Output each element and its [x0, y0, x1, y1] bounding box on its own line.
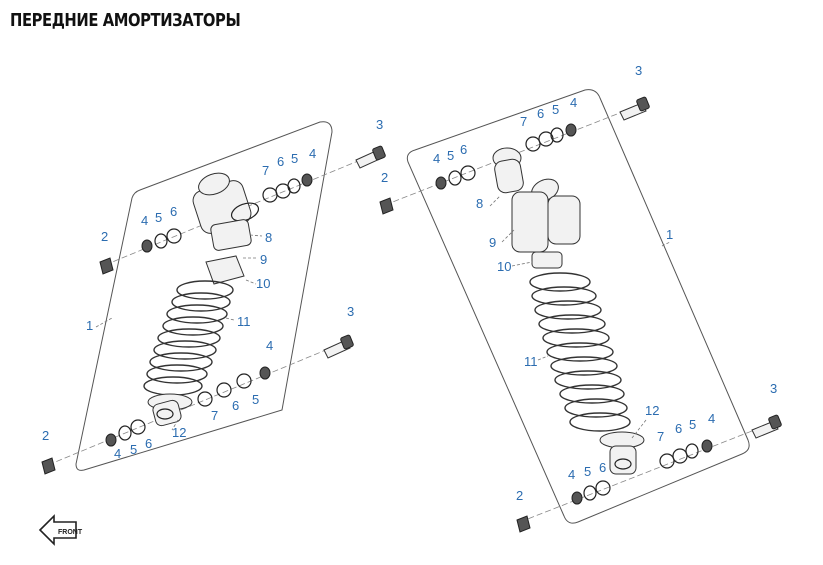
callout-right-11: 11	[524, 354, 538, 369]
callout-left-4c: 4	[266, 338, 273, 353]
callout-right-5c: 5	[689, 417, 696, 432]
callout-right-12: 12	[645, 403, 659, 418]
callout-right-3-top: 3	[635, 63, 642, 78]
callout-right-2-bottom: 2	[516, 488, 523, 503]
callout-left-2-bottom: 2	[42, 428, 49, 443]
callout-left-6d: 6	[145, 436, 152, 451]
callout-left-4a: 4	[309, 146, 316, 161]
callout-left-6c: 6	[232, 398, 239, 413]
left-spring	[143, 280, 234, 396]
right-lower-axis	[519, 419, 781, 523]
callout-right-1: 1	[666, 227, 673, 242]
left-nut-bottom	[41, 457, 56, 475]
callout-right-4a: 4	[570, 95, 577, 110]
right-damper-body	[511, 191, 549, 253]
callout-right-4b: 4	[433, 151, 440, 166]
right-lower-eye	[599, 431, 645, 475]
callout-left-9: 9	[260, 252, 267, 267]
right-spring	[529, 272, 631, 432]
callout-right-2-top: 2	[381, 170, 388, 185]
right-top-mount	[492, 147, 559, 202]
right-nut-top	[379, 197, 394, 215]
left-shock-assembly	[41, 121, 386, 475]
callout-left-10: 10	[256, 276, 270, 291]
callout-right-4d: 4	[568, 467, 575, 482]
callout-left-8: 8	[265, 230, 272, 245]
right-bump-stop	[531, 251, 563, 269]
callout-right-7b: 7	[657, 429, 664, 444]
callout-left-6b: 6	[170, 204, 177, 219]
front-arrow-icon: FRONT	[38, 514, 83, 546]
callout-left-7b: 7	[211, 408, 218, 423]
left-bump-stop	[205, 255, 245, 285]
left-lower-eye	[147, 393, 193, 427]
right-shock-assembly	[379, 89, 782, 533]
left-frame	[75, 121, 333, 471]
right-nut-bottom	[516, 515, 531, 533]
callout-right-8: 8	[476, 196, 483, 211]
left-bushing-4a	[301, 173, 313, 187]
callout-right-6a: 6	[537, 106, 544, 121]
callout-right-9: 9	[489, 235, 496, 250]
callout-right-6d: 6	[599, 460, 606, 475]
callout-left-12: 12	[172, 425, 186, 440]
callout-right-3-bottom: 3	[770, 381, 777, 396]
callout-right-5d: 5	[584, 464, 591, 479]
callout-left-5d: 5	[130, 442, 137, 457]
callout-right-6b: 6	[460, 142, 467, 157]
callout-right-7a: 7	[520, 114, 527, 129]
callout-left-3-top: 3	[376, 117, 383, 132]
callout-left-7a: 7	[262, 163, 269, 178]
callout-left-4d: 4	[114, 446, 121, 461]
left-damper-body	[210, 219, 252, 251]
page-title: ПЕРЕДНИЕ АМОРТИЗАТОРЫ	[10, 10, 241, 31]
callout-left-1: 1	[86, 318, 93, 333]
callout-right-5b: 5	[447, 148, 454, 163]
callout-left-5b: 5	[155, 210, 162, 225]
left-nut-top	[99, 257, 114, 275]
callout-right-6c: 6	[675, 421, 682, 436]
callout-left-3-bottom: 3	[347, 304, 354, 319]
right-frame	[406, 89, 750, 524]
callout-left-4b: 4	[141, 213, 148, 228]
front-arrow-label: FRONT	[58, 529, 83, 536]
callout-left-5a: 5	[291, 151, 298, 166]
callout-left-6a: 6	[277, 154, 284, 169]
left-top-mount	[192, 172, 260, 234]
right-reservoir	[547, 195, 581, 245]
callout-left-2-top: 2	[101, 229, 108, 244]
callout-right-4c: 4	[708, 411, 715, 426]
callout-right-10: 10	[497, 259, 511, 274]
callout-left-5c: 5	[252, 392, 259, 407]
callout-right-5a: 5	[552, 102, 559, 117]
callout-left-11: 11	[237, 314, 251, 329]
